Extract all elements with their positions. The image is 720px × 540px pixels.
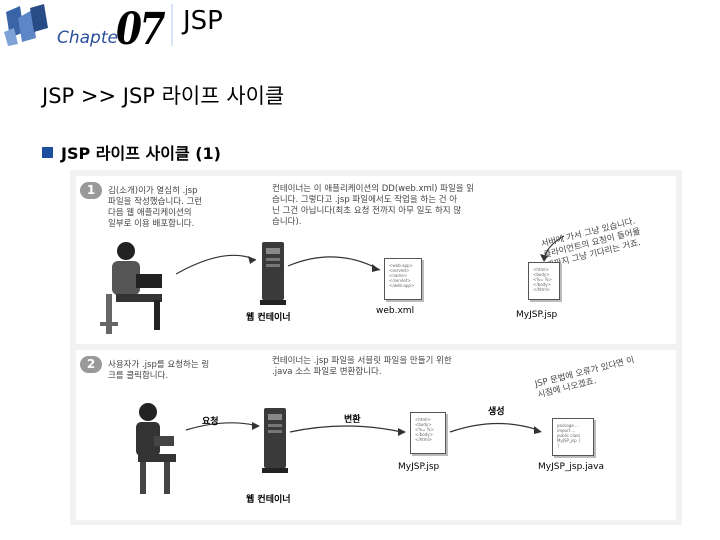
myjsp-document-icon: <html><body><%= %></body></html> <box>410 412 446 454</box>
step-2-myjsp-label: MyJSP.jsp <box>398 462 439 472</box>
web-container-server-icon <box>260 242 286 305</box>
myjsp-document-icon: <html><body><%= %></body></html> <box>528 262 560 300</box>
step-2-container-label: 웹 컨테이너 <box>246 492 291 505</box>
section-heading: JSP 라이프 사이클 (1) <box>42 140 221 164</box>
step-2-java-label: MyJSP_jsp.java <box>538 462 604 472</box>
chapter-label: Chapte <box>57 28 118 48</box>
step-2-panel: 2 사용자가 .jsp를 요청하는 링 크를 클릭합니다. 컨테이너는 .jsp… <box>76 350 676 520</box>
step-1-illustration <box>76 176 676 344</box>
chapter-title: JSP <box>183 6 223 36</box>
web-container-server-icon <box>262 408 288 473</box>
page-title: JSP >> JSP 라이프 사이클 <box>42 80 284 110</box>
lifecycle-figure: 1 김(소개)이가 열심히 .jsp 파일을 작성했습니다. 그런 다음 웹 애… <box>70 170 682 525</box>
convert-arrow-label: 변환 <box>344 412 361 425</box>
section-heading-text: JSP 라이프 사이클 (1) <box>61 140 221 164</box>
user-person-icon <box>136 403 176 494</box>
header-divider <box>171 4 173 46</box>
request-arrow-label: 요청 <box>202 414 219 427</box>
chapter-logo-icon <box>2 2 52 46</box>
step-1-myjsp-label: MyJSP.jsp <box>516 310 557 320</box>
developer-person-icon <box>100 242 162 334</box>
step-1-panel: 1 김(소개)이가 열심히 .jsp 파일을 작성했습니다. 그런 다음 웹 애… <box>76 176 676 344</box>
page-title-prefix: JSP >> <box>42 84 116 108</box>
page-title-rest: JSP 라이프 사이클 <box>123 84 284 108</box>
step-1-webxml-label: web.xml <box>376 306 414 316</box>
square-bullet-icon <box>42 147 53 158</box>
generate-arrow-label: 생성 <box>488 404 505 417</box>
web-xml-document-icon: <web-app><servlet><name></servlet></web-… <box>384 258 422 300</box>
chapter-number: 07 <box>116 4 163 55</box>
step-1-container-label: 웹 컨테이너 <box>246 310 291 323</box>
